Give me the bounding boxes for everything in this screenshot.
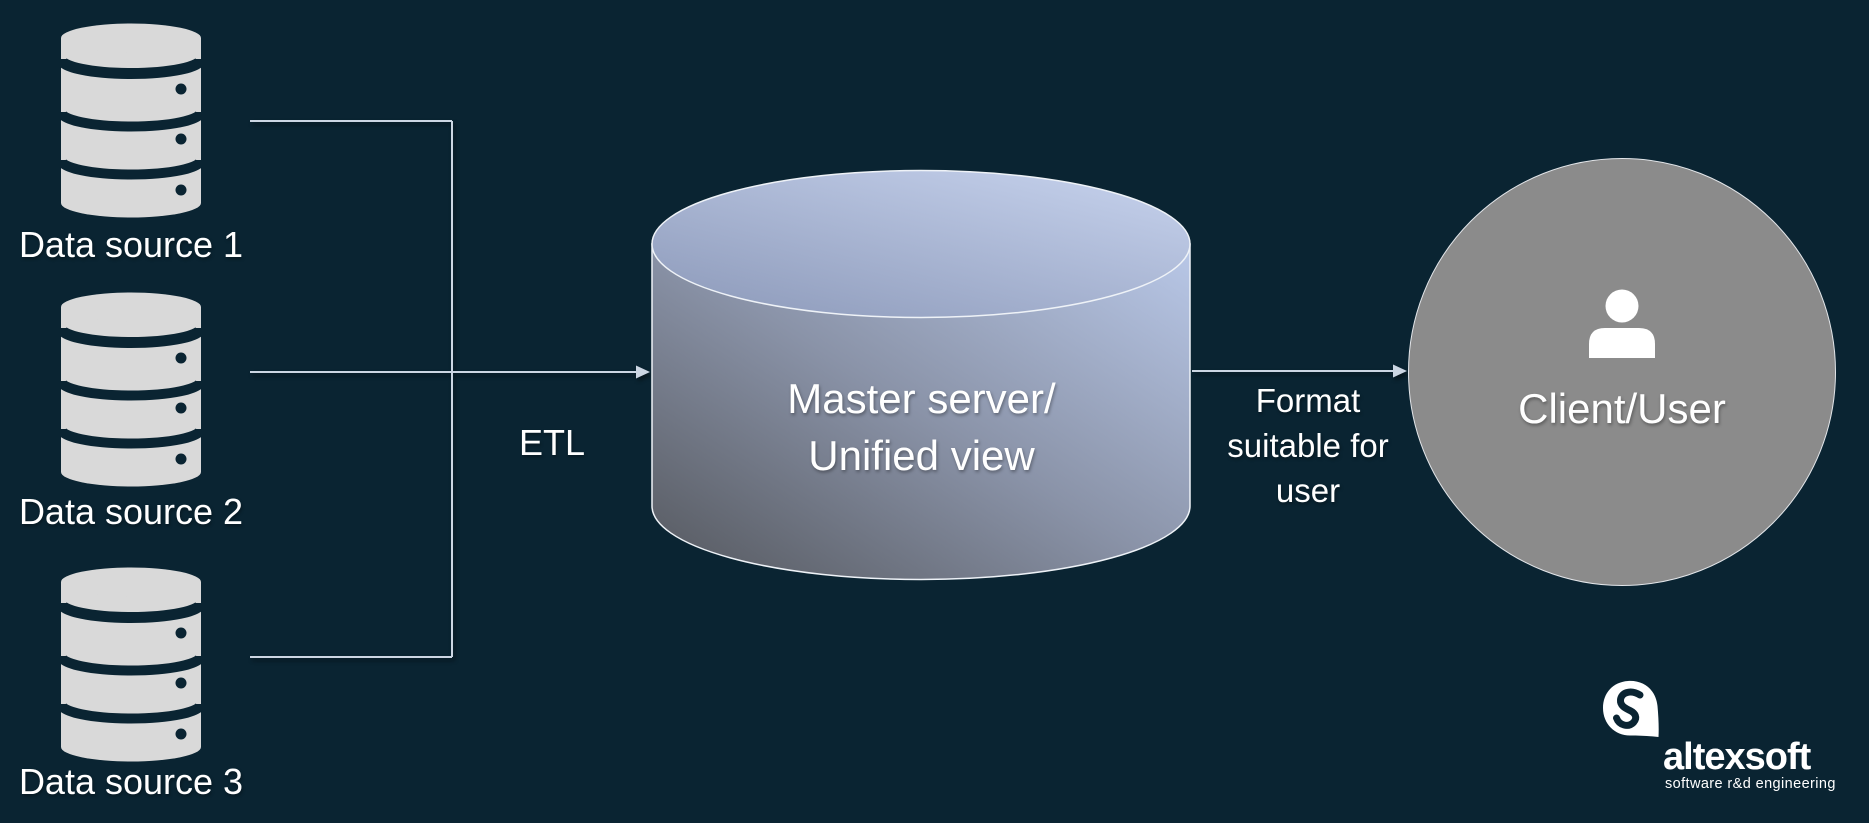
altexsoft-logo-tagline: software r&d engineering	[1665, 776, 1836, 792]
format-arrowhead	[1393, 364, 1407, 378]
client-user-label: Client/User	[1518, 385, 1726, 432]
altexsoft-logo: altexsoft software r&d engineering	[1600, 676, 1850, 806]
person-icon	[1589, 289, 1655, 358]
database-icon-1	[60, 23, 202, 218]
etl-label: ETL	[518, 422, 586, 463]
master-server-cylinder	[651, 169, 1191, 581]
client-user-circle	[1408, 158, 1836, 586]
database-icon-3	[60, 567, 202, 762]
altexsoft-logo-icon	[1603, 680, 1659, 737]
data-source-2-label: Data source 2	[18, 491, 244, 532]
database-icon-2	[60, 292, 202, 487]
master-server-label: Master server/ Unified view	[787, 375, 1056, 479]
data-source-1-label: Data source 1	[18, 224, 244, 265]
etl-arrowhead	[636, 365, 650, 379]
format-note-label: Format suitable for user	[1227, 382, 1389, 509]
altexsoft-logo-wordmark: altexsoft	[1663, 736, 1811, 778]
data-source-3-label: Data source 3	[18, 761, 244, 802]
